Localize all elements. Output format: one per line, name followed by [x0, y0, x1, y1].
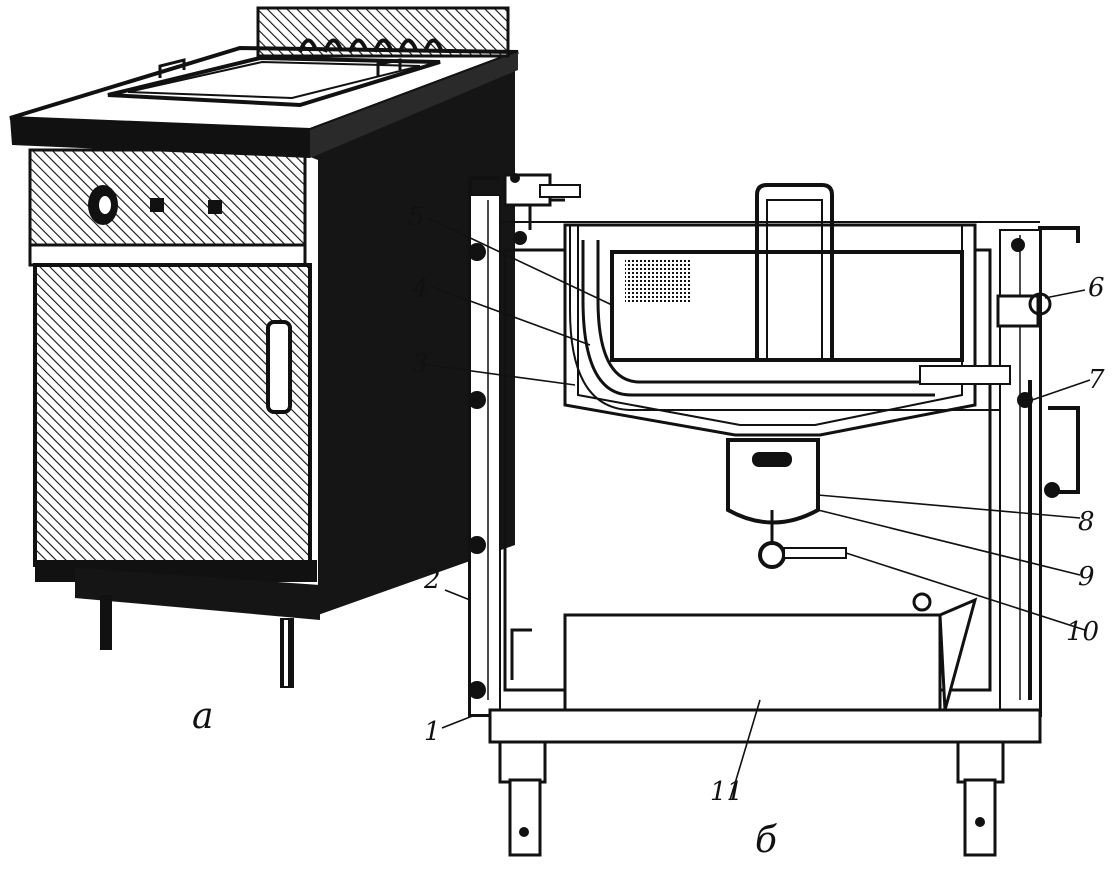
callout-3: 3 [412, 349, 429, 379]
side-handle [1048, 406, 1080, 494]
basket-handle-right [376, 58, 402, 76]
callout-2: 2 [423, 565, 441, 595]
drain-valve [758, 541, 786, 569]
panel-label-a: a [192, 696, 213, 737]
callout-4: 4 [411, 274, 429, 304]
callout-7: 7 [1088, 365, 1105, 395]
fryer-cross-section: 1 2 3 4 5 6 7 8 9 10 11 б [408, 173, 1105, 861]
backsplash [256, 6, 510, 58]
basket-handle-left [158, 58, 186, 78]
callout-10: 10 [1066, 617, 1099, 647]
leg-right [956, 740, 1005, 784]
basket-lift-handle [755, 183, 834, 360]
control-panel [28, 148, 307, 252]
indicator-lamp-2 [208, 200, 222, 214]
callout-8: 8 [1078, 507, 1095, 537]
callout-1: 1 [424, 717, 441, 747]
side-panel-left [469, 194, 501, 716]
callout-11: 11 [710, 777, 743, 807]
basket-hooks [298, 38, 443, 53]
leg-left [498, 740, 547, 784]
cabinet-side-wall [305, 60, 515, 615]
callout-9: 9 [1078, 562, 1095, 592]
indicator-lamp-1 [150, 198, 164, 212]
drain-tray [563, 613, 942, 712]
leg-front-left [100, 595, 112, 650]
basket-mesh [625, 258, 690, 303]
panel-label-b: б [755, 820, 778, 861]
callout-leaders [427, 217, 1091, 801]
callout-5: 5 [408, 202, 425, 232]
door-handle [266, 320, 292, 414]
sediment-collector [726, 438, 820, 525]
heating-element [596, 240, 930, 384]
fryer-exterior-view: a [9, 6, 519, 737]
cabinet-door [33, 263, 312, 567]
fry-well-opening [107, 55, 441, 108]
base-rail [488, 708, 1042, 744]
callout-6: 6 [1088, 273, 1105, 303]
